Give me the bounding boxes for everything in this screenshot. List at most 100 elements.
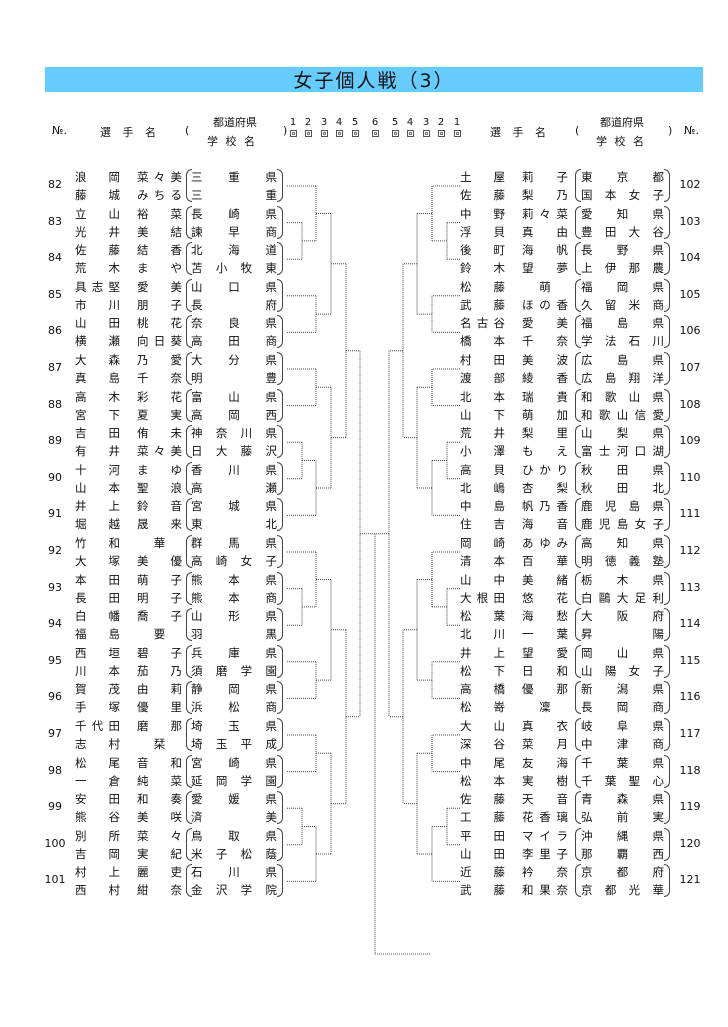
entry-number: 97: [48, 727, 62, 740]
player-surname: 長田: [75, 590, 120, 605]
player-surname: 中尾: [460, 755, 505, 770]
entry-number: 86: [48, 324, 62, 338]
player-given-name: 帆乃香: [522, 499, 568, 514]
entry-number: 109: [679, 434, 701, 448]
player-surname: 佐藤: [75, 243, 120, 258]
paren-open: [575, 388, 581, 422]
player-given-name: ひかり: [522, 462, 568, 477]
player-surname: 深谷: [460, 737, 505, 751]
player-given-name: 美咲: [137, 810, 182, 825]
round-label: 1: [452, 117, 462, 137]
school-name: 諫早商: [191, 224, 277, 239]
player-given-name: 音和: [137, 755, 182, 770]
round-number: 1: [453, 117, 461, 128]
paren-open: [186, 205, 192, 239]
school-name: 浜松商: [191, 700, 277, 715]
header-paren-open-right: (: [575, 124, 580, 137]
entry-number: 111: [679, 507, 701, 521]
player-given-name: ほの香: [522, 297, 568, 312]
header-paren-open-left: (: [185, 124, 190, 137]
player-surname: 山本: [75, 480, 120, 495]
school-name: 広島県: [581, 353, 664, 367]
player-surname: 具志堅: [75, 279, 120, 294]
player-surname: 本田: [75, 572, 120, 587]
paren-open: [575, 827, 581, 861]
player-surname: 荒木: [75, 261, 120, 276]
player-given-name: 瑞貴: [522, 389, 568, 404]
player-surname: 橋本: [460, 334, 505, 349]
player-surname: 山下: [460, 407, 505, 422]
school-name: 和歌山信愛: [581, 407, 664, 422]
round-label: 1: [288, 117, 298, 137]
player-given-name: 悠花: [522, 590, 568, 605]
player-given-name: 杏梨: [522, 480, 568, 495]
entry-number: 95: [48, 653, 62, 667]
school-name: 鹿児島女子: [581, 517, 664, 532]
school-name: 静岡県: [191, 682, 277, 697]
player-given-name: 明子: [137, 590, 182, 605]
player-surname: 北本: [460, 389, 505, 404]
player-given-name: 友海: [522, 755, 568, 770]
player-given-name: 純菜: [137, 773, 182, 788]
round-box-icon: [320, 130, 328, 137]
player-surname: 白幡: [75, 609, 120, 624]
school-name: 富士河口湖: [581, 444, 664, 459]
player-surname: 佐藤: [460, 188, 505, 202]
school-name: 富山県: [191, 389, 277, 404]
player-surname: 住吉: [460, 517, 505, 532]
header-player-left: 選 手 名: [100, 126, 160, 139]
paren-open: [575, 352, 581, 385]
paren-open: [186, 718, 192, 751]
player-given-name: 麗吏: [137, 865, 182, 880]
entry-number: 115: [679, 653, 701, 667]
school-name: 北海道: [191, 243, 277, 258]
school-name: 済美: [191, 810, 277, 825]
player-given-name: 美緒: [522, 572, 568, 587]
entry-number: 92: [48, 544, 62, 557]
school-name: 神奈川県: [191, 426, 277, 441]
player-surname: 平田: [460, 828, 505, 843]
player-given-name: まや: [137, 261, 182, 276]
paren-close: [664, 388, 670, 422]
player-given-name: 美結: [137, 224, 182, 239]
school-name: 長崎県: [191, 206, 277, 221]
school-name: 沖縄県: [581, 828, 664, 843]
entry-number: 117: [679, 727, 701, 740]
round-box-icon: [437, 130, 445, 137]
round-number: 1: [289, 117, 297, 128]
school-name: 広島翔洋: [581, 371, 664, 385]
paren-open: [186, 169, 192, 202]
player-surname: 大塚: [75, 554, 120, 568]
player-given-name: 莉子: [522, 170, 568, 184]
player-given-name: 萌子: [137, 572, 182, 587]
player-given-name: 磨那: [137, 719, 182, 733]
school-name: 中津商: [581, 737, 664, 751]
school-name: 上伊那農: [581, 261, 664, 276]
school-name: 高知県: [581, 536, 664, 550]
entry-number: 89: [48, 434, 62, 448]
school-name: 弘前実: [581, 810, 664, 825]
player-given-name: 優里: [137, 700, 182, 715]
entry-number: 87: [48, 361, 62, 374]
player-given-name: 菜々美: [137, 170, 182, 184]
player-given-name: 萌: [539, 279, 551, 294]
school-name: 千葉県: [581, 755, 664, 770]
paren-close: [277, 205, 283, 239]
school-name: 愛知県: [581, 206, 664, 221]
entry-number: 94: [48, 617, 62, 631]
school-name: 那覇西: [581, 846, 664, 861]
